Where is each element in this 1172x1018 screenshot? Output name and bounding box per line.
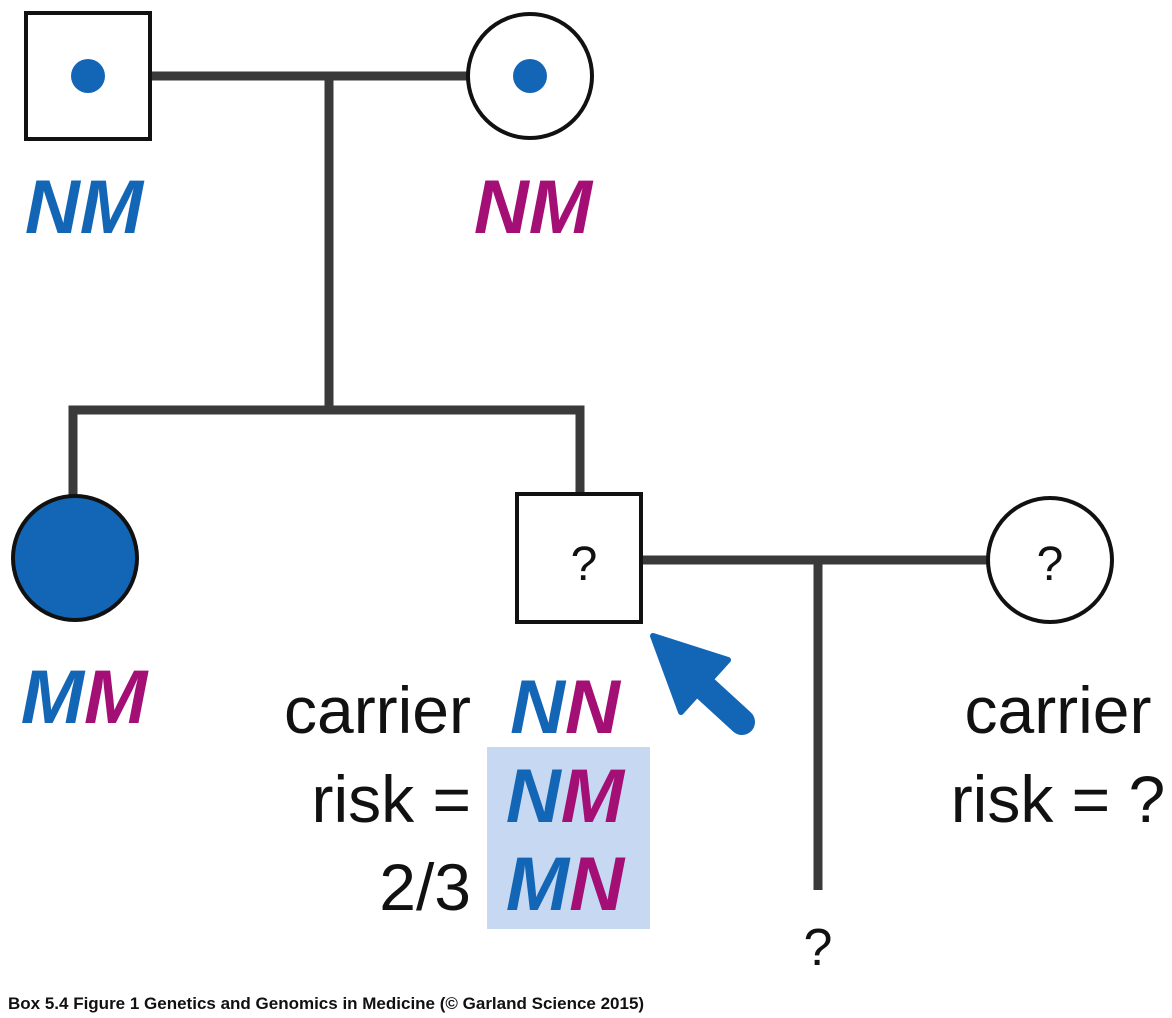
right-risk-line1: carrier <box>964 673 1151 747</box>
partner-symbol: ? <box>986 496 1114 624</box>
sister-allele-2: M <box>84 655 149 740</box>
left-risk-line3: 2/3 <box>379 850 471 924</box>
right-risk-line2: risk = ? <box>951 762 1166 836</box>
mother-carrier-dot <box>513 59 547 93</box>
child-question: ? <box>804 919 833 977</box>
mother-symbol <box>466 12 594 140</box>
carrier-nm-allele-2: M <box>561 754 626 839</box>
sister-genotype: MM <box>21 655 149 740</box>
carrier-mn-allele-2: N <box>569 842 626 927</box>
proband-genotype-nn: NN <box>510 665 622 750</box>
proband-allele-1: N <box>510 665 567 750</box>
carrier-genotype-mn: MN <box>506 842 626 927</box>
partner-question: ? <box>1037 538 1064 591</box>
left-risk-line2: risk = <box>311 762 471 836</box>
father-allele-1: N <box>25 165 82 250</box>
carrier-nm-allele-1: N <box>506 754 563 839</box>
father-allele-2: M <box>80 165 145 250</box>
mother-allele-2: M <box>529 165 594 250</box>
proband-symbol: ? <box>515 492 643 624</box>
mother-allele-1: N <box>474 165 531 250</box>
sibship-line <box>68 405 585 495</box>
father-symbol <box>24 11 152 141</box>
proband-question: ? <box>571 538 598 591</box>
carrier-genotypes-highlight <box>487 747 650 929</box>
father-genotype: NM <box>25 165 145 250</box>
carrier-mn-allele-1: M <box>506 842 571 927</box>
sister-affected-symbol <box>11 494 139 622</box>
carrier-genotype-nm: NM <box>506 754 626 839</box>
mother-genotype: NM <box>474 165 594 250</box>
left-risk-line1: carrier <box>284 673 471 747</box>
sister-allele-1: M <box>21 655 86 740</box>
figure-caption: Box 5.4 Figure 1 Genetics and Genomics i… <box>8 994 644 1013</box>
proband-arrow-icon <box>650 633 755 735</box>
proband-allele-2: N <box>565 665 622 750</box>
father-carrier-dot <box>71 59 105 93</box>
